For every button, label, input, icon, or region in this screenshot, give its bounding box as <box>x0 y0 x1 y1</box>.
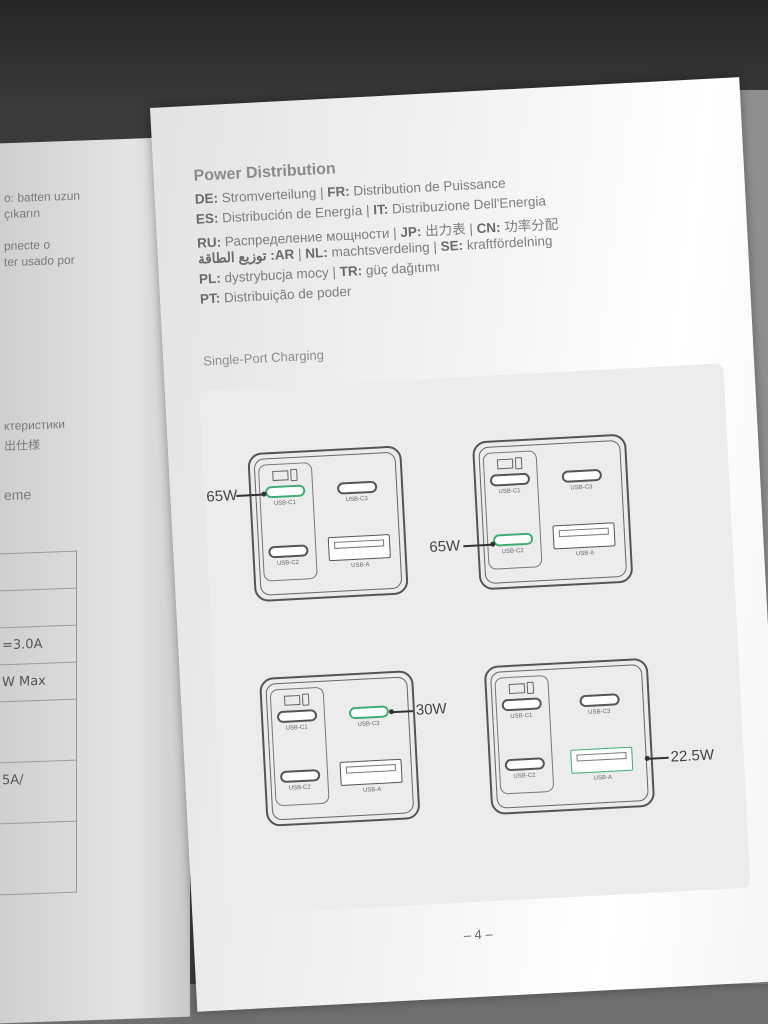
port-label: USB-C3 <box>357 720 380 728</box>
charger-diagram-usb-c3: USB-C1 USB-C2 USB-C3 USB-A <box>258 670 421 827</box>
wattage-label: 22.5W <box>670 746 715 766</box>
port-label: USB-C1 <box>273 499 297 508</box>
left-text-fragment: ter usado por <box>4 252 75 270</box>
wattage-pointer <box>646 756 669 760</box>
usb-c3-port <box>579 693 620 708</box>
port-label: USB-C3 <box>570 484 593 492</box>
left-text-fragment: 出仕様 <box>4 437 41 454</box>
usb-c2-port <box>492 532 534 547</box>
phone-icon <box>514 457 523 470</box>
usb-a-port <box>339 758 403 786</box>
table-row <box>0 588 76 629</box>
port-label: USB-C1 <box>498 488 521 496</box>
usb-c3-port <box>348 705 390 720</box>
usb-c2-port <box>504 757 546 772</box>
usb-c2-port <box>279 769 321 784</box>
port-label: USB-C2 <box>513 772 536 780</box>
laptop-icon <box>272 470 289 482</box>
port-label: USB-A <box>362 786 382 794</box>
left-text-fragment: çıkarın <box>4 205 41 222</box>
usb-c3-port <box>561 468 603 483</box>
left-text-fragment: eme <box>4 486 32 504</box>
wattage-label: 30W <box>415 700 448 719</box>
phone-icon <box>290 468 298 482</box>
charger-diagram-usb-a: USB-C1 USB-C2 USB-C3 USB-A <box>483 657 656 816</box>
manual-page: Power Distribution DE: Stromverteilung |… <box>150 77 768 1012</box>
table-row: 5A/ <box>0 760 76 825</box>
table-row <box>0 699 76 764</box>
section-subtitle: Single-Port Charging <box>202 347 325 369</box>
port-label: USB-C2 <box>501 548 524 556</box>
left-text-fragment: ктеристики <box>4 417 65 434</box>
port-label: USB-A <box>593 774 613 782</box>
table-row: W Max <box>0 662 76 703</box>
port-label: USB-A <box>575 550 595 558</box>
port-label: USB-C1 <box>510 712 533 720</box>
usb-a-port <box>570 746 634 774</box>
wattage-label: 65W <box>428 537 461 556</box>
usb-a-port <box>552 522 616 550</box>
port-label: USB-C1 <box>285 724 308 732</box>
usb-c1-port <box>501 697 543 712</box>
port-label: USB-C3 <box>345 496 368 504</box>
phone-icon <box>526 681 535 695</box>
page-number: – 4 – <box>463 926 493 943</box>
language-line: PT: Distribuição de poder <box>199 283 352 307</box>
wattage-label: 65W <box>205 486 238 506</box>
diagram-panel: USB-C1 USB-C2 USB-C3 USB-A 65W USB-C1 US… <box>198 363 751 916</box>
table-row <box>0 551 76 592</box>
port-label: USB-A <box>351 562 370 570</box>
laptop-icon <box>508 683 526 695</box>
usb-c1-port <box>489 472 531 487</box>
phone-icon <box>301 693 310 706</box>
laptop-icon <box>496 458 514 470</box>
left-spec-table: =3.0A W Max 5A/ <box>0 550 77 896</box>
usb-c3-port <box>336 480 378 495</box>
table-row <box>0 822 76 861</box>
usb-a-port <box>327 534 391 562</box>
charger-diagram-usb-c2: USB-C1 USB-C2 USB-C3 USB-A <box>471 433 634 591</box>
left-text-fragment: o: batten uzun <box>4 188 81 206</box>
page-title: Power Distribution <box>193 160 337 185</box>
table-row: =3.0A <box>0 625 76 666</box>
left-text-fragment: pnecte o <box>4 237 51 254</box>
laptop-icon <box>283 694 301 706</box>
port-label: USB-C2 <box>276 559 300 567</box>
usb-c2-port <box>268 544 309 559</box>
port-label: USB-C2 <box>288 784 311 792</box>
usb-c1-port <box>276 709 318 724</box>
charger-diagram-usb-c1: USB-C1 USB-C2 USB-C3 USB-A <box>247 445 409 603</box>
port-label: USB-C3 <box>588 708 611 716</box>
usb-c1-port <box>264 484 306 499</box>
